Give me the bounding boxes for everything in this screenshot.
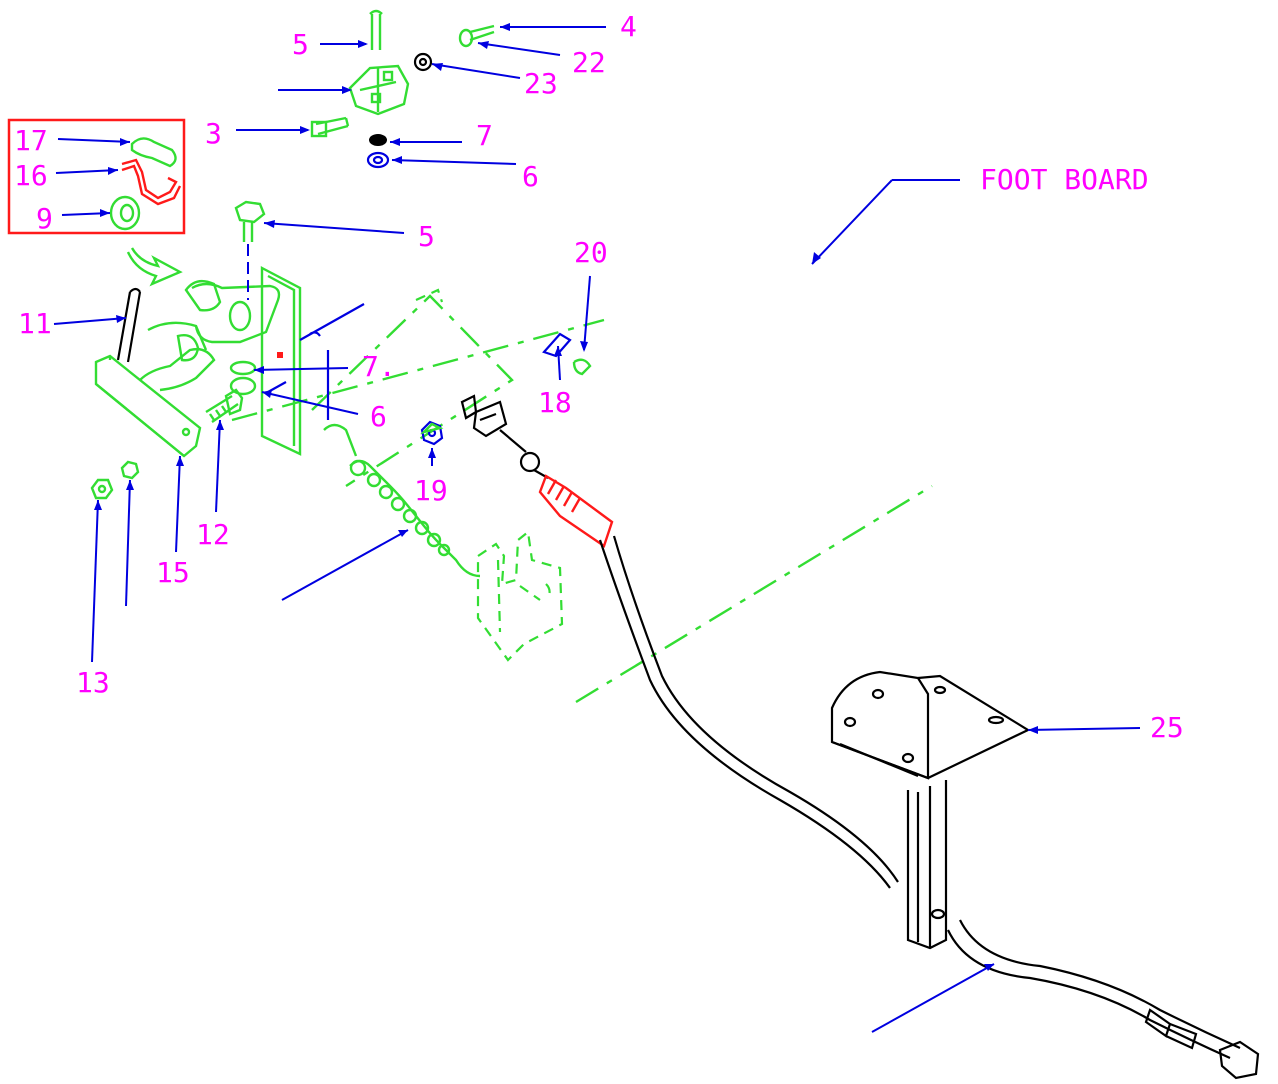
part-number-7: 7 [476,119,493,152]
part-number-16: 16 [14,159,48,192]
part-number-11: 11 [18,307,52,340]
leader-lines [53,26,1141,1033]
pedal-assembly [90,200,302,500]
part-number-3: 3 [205,117,222,150]
part-number-7-mid: 7. [362,350,396,383]
part-number-19: 19 [414,474,448,507]
part-number-6: 6 [522,160,539,193]
part-number-18: 18 [538,386,572,419]
highlight-box [7,118,186,235]
part-number-25: 25 [1150,711,1184,744]
part-number-22: 22 [572,46,606,79]
part-number-12: 12 [196,518,230,551]
part-number-20: 20 [574,236,608,269]
arrowheads [94,23,1038,971]
part-number-15: 15 [156,556,190,589]
assembly-arrow [126,247,183,287]
part-number-6-mid: 6 [370,400,387,433]
clamp-group [109,137,182,231]
foot-board-stand [830,670,1031,950]
part-number-5-mid: 5 [418,220,435,253]
part-number-13: 13 [76,666,110,699]
part-number-23: 23 [524,67,558,100]
hinge-bracket-assembly [310,9,495,169]
part-number-4: 4 [620,10,637,43]
foot-board-label: FOOT BOARD [980,163,1149,196]
part-number-5: 5 [292,28,309,61]
part-number-9: 9 [36,202,53,235]
spring-linkage [231,288,933,704]
part-number-17: 17 [14,124,48,157]
switch-and-cable [460,394,1260,1080]
